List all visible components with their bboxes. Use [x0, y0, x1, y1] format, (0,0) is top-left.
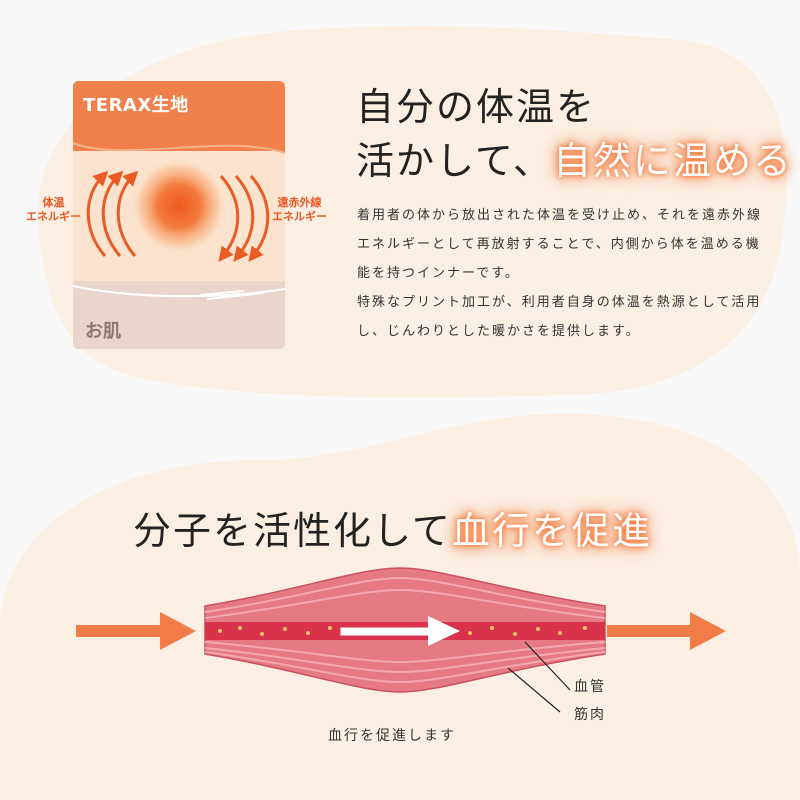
label-line: 体温	[42, 196, 65, 209]
label-line: エネルギー	[272, 210, 327, 223]
caption: 血行を促進します	[328, 728, 456, 744]
muscle-leader-line	[507, 667, 561, 713]
description-paragraph: 着用者の体から放出された体温を受け止め、それを遠赤外線エネルギーとして再放射する…	[357, 208, 763, 281]
headline-plain: 分子を活性化して	[133, 509, 452, 553]
section-headline: 分子を活性化して血行を促進	[133, 500, 652, 555]
vessel-leader-line	[524, 641, 571, 691]
blood-vessel-label: 血管	[574, 679, 606, 695]
body-heat-icon	[131, 158, 227, 254]
description-paragraph: 特殊なプリント加工が、利用者自身の体温を熱源として活用し、じんわりとした暖かさを…	[357, 295, 762, 339]
headline-highlight: 血行を促進	[451, 509, 652, 553]
far-infrared-energy-label: 遠赤外線 エネルギー	[272, 196, 327, 224]
muscle-diagram	[76, 567, 726, 713]
label-line: エネルギー	[26, 210, 81, 223]
label-line: 遠赤外線	[277, 196, 322, 209]
headline-highlight: 自然に温める	[552, 139, 793, 183]
muscle-label: 筋肉	[574, 707, 606, 723]
right-arrow-icon	[607, 612, 726, 650]
left-arrow-icon	[76, 612, 196, 650]
blood-flow-arrow-icon	[339, 616, 460, 646]
body-heat-energy-label: 体温 エネルギー	[26, 196, 81, 224]
fabric-label: TERAX生地	[83, 95, 189, 116]
description: 着用者の体から放出された体温を受け止め、それを遠赤外線エネルギーとして再放射する…	[357, 201, 767, 346]
skin-label: お肌	[85, 321, 121, 342]
heat-diagram	[73, 81, 285, 349]
headline-line-2: 活かして、自然に温める	[356, 130, 793, 185]
fabric-illustration-card: TERAX生地 お肌	[73, 81, 285, 349]
headline-plain: 活かして、	[356, 139, 553, 183]
headline-line-1: 自分の体温を	[356, 85, 597, 129]
